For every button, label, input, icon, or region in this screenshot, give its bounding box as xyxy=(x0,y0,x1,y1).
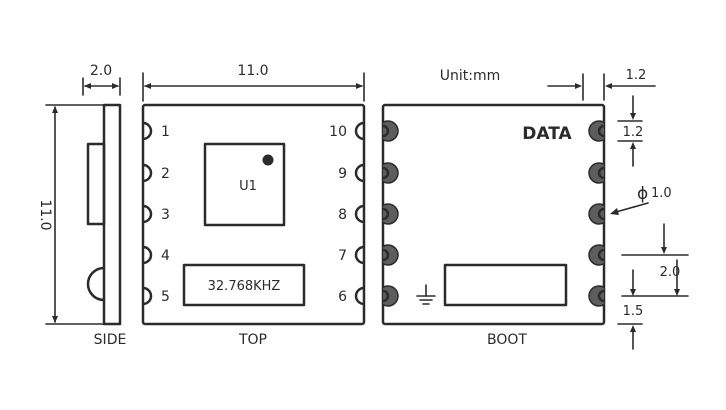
dim-edge-value: 1.2 xyxy=(626,68,647,83)
arrow-up-icon xyxy=(630,325,636,332)
arrow-left-icon xyxy=(610,208,619,215)
arrow-down-icon xyxy=(630,289,636,296)
arrow-right-icon xyxy=(575,83,582,89)
arrow-up-icon xyxy=(52,106,58,113)
pin-number-right: 10 xyxy=(329,124,347,140)
pin-number-right: 6 xyxy=(338,289,347,305)
top-hole-left xyxy=(143,286,153,306)
pin1-dot-icon xyxy=(262,154,274,166)
pin-number-right: 8 xyxy=(338,207,347,223)
top-label: TOP xyxy=(238,332,267,348)
arrow-down-icon xyxy=(630,113,636,120)
half-hole xyxy=(383,124,390,138)
side-thickness-value: 2.0 xyxy=(90,63,112,79)
bottom-label: BOOT xyxy=(487,332,527,348)
arrow-right-icon xyxy=(356,83,363,89)
side-view: 2.0 11.0 SIDE xyxy=(37,63,126,348)
dim-hole-value: 1.0 xyxy=(651,186,672,201)
unit-label: Unit:mm xyxy=(440,68,501,84)
ground-icon xyxy=(416,284,436,305)
arrow-up-icon xyxy=(630,142,636,149)
top-view: 11.0 1 2 3 4 5 10 9 8 7 6 U1 xyxy=(141,63,366,348)
pin-number-left: 2 xyxy=(161,166,170,182)
dim-pitch-value: 2.0 xyxy=(660,265,681,280)
arrow-down-icon xyxy=(52,316,58,323)
half-hole xyxy=(597,248,604,262)
chip-u1 xyxy=(203,142,286,227)
dim-end-value: 1.5 xyxy=(623,304,644,319)
arrow-left-icon xyxy=(144,83,151,89)
half-hole xyxy=(597,124,604,138)
bottom-view: Unit:mm 1.2 xyxy=(381,68,689,350)
side-chip-profile xyxy=(86,142,106,226)
pin-number-left: 3 xyxy=(161,207,170,223)
half-hole xyxy=(383,207,390,221)
data-marker: DATA xyxy=(522,124,572,144)
top-board xyxy=(141,103,366,326)
half-hole xyxy=(383,248,390,262)
top-hole-right xyxy=(354,245,364,265)
half-hole xyxy=(597,207,604,221)
half-hole xyxy=(383,166,390,180)
side-board xyxy=(102,103,122,326)
diameter-symbol: ϕ xyxy=(637,184,648,204)
chip-label: U1 xyxy=(239,179,257,194)
pin-number-right: 9 xyxy=(338,166,347,182)
top-hole-right xyxy=(354,121,364,141)
pin-number-left: 5 xyxy=(161,289,170,305)
top-hole-left xyxy=(143,163,153,183)
diameter-leader xyxy=(615,202,649,213)
arrow-left-icon xyxy=(84,83,91,89)
arrow-down-icon xyxy=(674,289,680,296)
bottom-pad xyxy=(443,263,568,307)
top-hole-right xyxy=(354,204,364,224)
half-hole xyxy=(383,289,390,303)
top-hole-right xyxy=(354,286,364,306)
top-width-value: 11.0 xyxy=(237,63,268,79)
top-hole-right xyxy=(354,163,364,183)
side-label: SIDE xyxy=(94,332,127,348)
pin-number-right: 7 xyxy=(338,248,347,264)
dim-pad-value: 1.2 xyxy=(623,125,644,140)
crystal xyxy=(182,263,306,307)
pin-number-left: 1 xyxy=(161,124,170,140)
pin-number-left: 4 xyxy=(161,248,170,264)
arrow-right-icon xyxy=(112,83,119,89)
top-hole-left xyxy=(143,121,153,141)
crystal-label: 32.768KHZ xyxy=(208,279,281,294)
top-hole-left xyxy=(143,245,153,265)
top-hole-left xyxy=(143,204,153,224)
arrow-left-icon xyxy=(605,83,612,89)
half-hole xyxy=(597,166,604,180)
side-crystal-profile xyxy=(86,266,106,302)
arrow-down-icon xyxy=(661,247,667,254)
half-hole xyxy=(597,289,604,303)
side-height-value: 11.0 xyxy=(37,199,53,230)
